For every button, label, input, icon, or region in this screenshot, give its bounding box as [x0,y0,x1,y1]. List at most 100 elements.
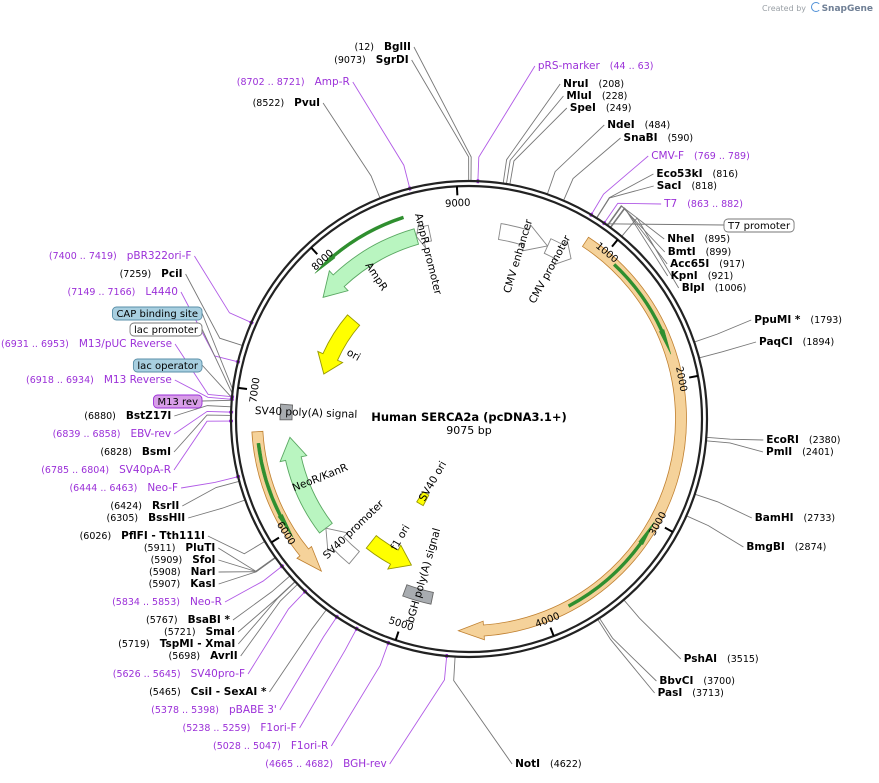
site-label-pshai[interactable]: PshAI(3515) [684,653,759,665]
site-leader-lines [173,46,764,765]
site-label-sgrdi[interactable]: SgrDI(9073) [334,54,408,66]
site-name: T7 [663,198,677,210]
site-name: NdeI [607,119,634,131]
site-label-bsshii[interactable]: BssHII(6305) [106,512,185,524]
site-label-eco53ki[interactable]: Eco53kI(816) [656,168,738,180]
boxed-label-lac-promoter[interactable]: lac promoter [129,322,203,337]
orf-arrow-5[interactable] [256,442,294,538]
site-label-kpni[interactable]: KpnI(921) [671,270,734,282]
site-name: BssHII [148,512,185,524]
site-name: CsiI - SexAI * [191,686,267,698]
feature-neor-kanr[interactable] [279,436,333,534]
site-label-cmv-f[interactable]: CMV-F(769 .. 789) [651,150,750,162]
site-label-noti[interactable]: NotI(4622) [515,758,582,770]
site-position: (863 .. 882) [687,199,743,210]
site-label-bmgbi[interactable]: BmgBI(2874) [746,541,826,553]
site-label-saci[interactable]: SacI(818) [657,180,717,192]
site-label-neo-r[interactable]: Neo-R(5834 .. 5853) [112,596,222,608]
site-label-acc65i[interactable]: Acc65I(917) [670,258,745,270]
site-label-sv40pro-f[interactable]: SV40pro-F(5626 .. 5645) [113,668,245,680]
boxed-label-cap-binding-site[interactable]: CAP binding site [111,306,203,321]
site-label-bgh-rev[interactable]: BGH-rev(4665 .. 4682) [265,758,386,770]
site-label-pbabe-3[interactable]: pBABE 3'(5378 .. 5398) [151,704,277,716]
site-label-sfoi[interactable]: SfoI(5909) [151,554,216,566]
feature-sv40-poly-a-signal[interactable] [279,403,294,421]
site-label-blpi[interactable]: BlpI(1006) [682,282,747,294]
feature-sv40-promoter[interactable] [325,527,360,565]
site-label-bbvci[interactable]: BbvCI(3700) [659,675,735,687]
leader-line-sv40pa-r [173,420,232,471]
feature-ampr[interactable] [322,228,420,298]
site-label-bmti[interactable]: BmtI(899) [668,246,731,258]
site-label-kasi[interactable]: KasI(5907) [149,578,216,590]
site-label-ecori[interactable]: EcoRI(2380) [766,434,840,446]
site-label-pasi[interactable]: PasI(3713) [658,687,724,699]
feature-ampr-promoter[interactable] [415,221,433,249]
site-label-bsabi[interactable]: BsaBI *(5767) [146,614,230,626]
site-label-csii-sexai[interactable]: CsiI - SexAI *(5465) [149,686,267,698]
site-label-bstz17i[interactable]: BstZ17I(6880) [84,410,171,422]
site-label-bglii[interactable]: BglII(12) [355,41,411,53]
site-label-pvui[interactable]: PvuI(8522) [253,97,321,109]
site-position: (2874) [795,542,827,553]
site-position: (208) [599,79,625,90]
feature-sv40-ori[interactable] [416,491,430,507]
boxed-label-box [132,358,203,373]
site-label-f1ori-f[interactable]: F1ori-F(5238 .. 5259) [183,722,297,734]
site-label-f1ori-r[interactable]: F1ori-R(5028 .. 5047) [213,740,328,752]
leader-line-saci [596,185,654,219]
boxed-label-lac-operator[interactable]: lac operator [132,358,203,373]
orf-arrow-2[interactable] [612,263,672,355]
site-label-ppumi[interactable]: PpuMI *(1793) [754,314,842,326]
site-label-m13-reverse[interactable]: M13 Reverse(6918 .. 6934) [26,374,172,386]
site-label-tspmi-xmai[interactable]: TspMI - XmaI(5719) [118,638,235,650]
boxed-label-m13-rev[interactable]: M13 rev [153,394,203,409]
site-label-ebv-rev[interactable]: EBV-rev(6839 .. 6858) [53,428,172,440]
site-label-sv40pa-r[interactable]: SV40pA-R(6785 .. 6804) [41,464,171,476]
feature-f1-ori[interactable] [365,534,413,570]
site-label-neo-f[interactable]: Neo-F(6444 .. 6463) [69,482,178,494]
leader-line-bbvci [599,617,657,682]
boxed-label-t7-promoter[interactable]: T7 promoter [723,218,795,233]
site-position: (6424) [110,501,142,512]
site-label-ndei[interactable]: NdeI(484) [607,119,670,131]
leader-line-pbabe-3 [279,616,338,711]
orf-arrow-6[interactable] [314,215,405,274]
orf-arrow-1[interactable] [457,236,687,641]
site-label-nhei[interactable]: NheI(895) [667,233,730,245]
feature-ori[interactable] [317,314,361,375]
site-label-paqci[interactable]: PaqCI(1894) [759,336,834,348]
site-label-pflfi-tth111i[interactable]: PflFI - Tth111I(6026) [80,530,205,542]
feature-label-f1-ori: f1 ori [388,523,412,553]
site-label-amp-r[interactable]: Amp-R(8702 .. 8721) [237,76,350,88]
leader-line-bsabi [232,575,291,621]
site-label-nari[interactable]: NarI(5908) [149,566,216,578]
site-label-l4440[interactable]: L4440(7149 .. 7166) [68,286,178,298]
site-label-pmli[interactable]: PmlI(2401) [766,446,834,458]
site-label-prs-marker[interactable]: pRS-marker(44 .. 63) [538,60,654,72]
orf-arrow-3[interactable] [567,521,655,608]
leader-line-csii-sexai [269,609,327,693]
site-label-pbr322ori-f[interactable]: pBR322ori-F(7400 .. 7419) [49,250,192,262]
site-label-m13-puc-reverse[interactable]: M13/pUC Reverse(6931 .. 6953) [1,338,172,350]
feature-cmv-enhancer[interactable] [497,223,549,252]
feature-cmv-promoter[interactable] [543,238,572,266]
site-label-rsrii[interactable]: RsrII(6424) [110,500,179,512]
boxed-label-text: CAP binding site [116,309,198,320]
site-label-avrii[interactable]: AvrII(5698) [169,650,238,662]
site-label-t7[interactable]: T7 (863 .. 882) [663,198,743,210]
site-label-bamhi[interactable]: BamHI(2733) [755,512,835,524]
site-label-pcii[interactable]: PciI(7259) [120,268,183,280]
feature-bgh-poly-a-signal[interactable] [402,584,434,605]
site-label-pluti[interactable]: PluTI(5911) [144,542,215,554]
leader-line-snabi [563,137,621,201]
site-label-smai[interactable]: SmaI(5721) [164,626,235,638]
site-label-nrui[interactable]: NruI(208) [563,78,624,90]
site-label-bsmi[interactable]: BsmI(6828) [100,446,171,458]
site-name: BlpI [682,282,705,294]
site-label-spei[interactable]: SpeI(249) [570,102,632,114]
site-label-snabi[interactable]: SnaBI(590) [624,132,694,144]
site-position: (816) [713,169,739,180]
site-label-mlui[interactable]: MluI(228) [566,90,627,102]
